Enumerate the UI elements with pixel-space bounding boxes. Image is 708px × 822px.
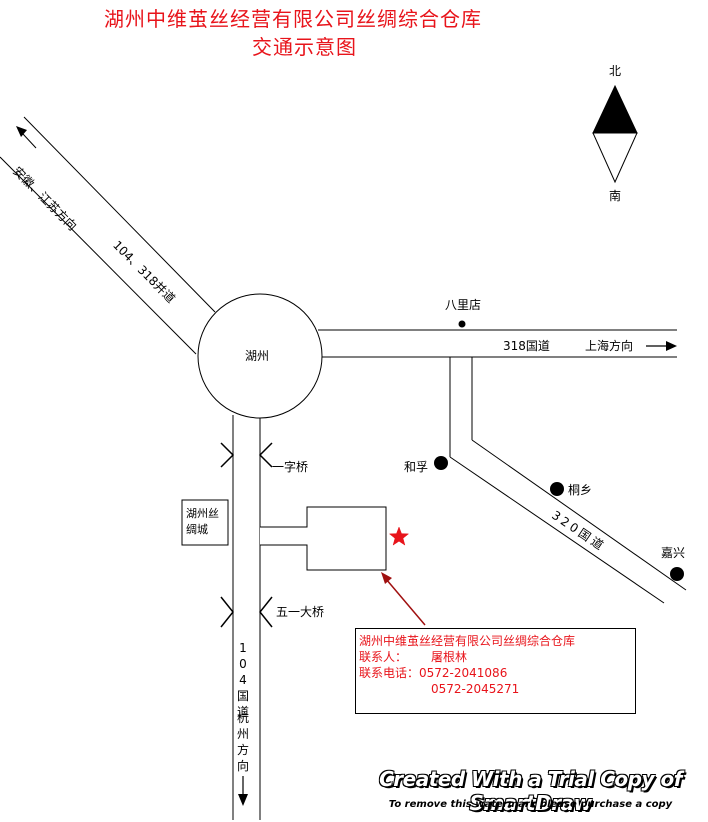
- map-title: 湖州中维茧丝经营有限公司丝绸综合仓库: [104, 7, 482, 31]
- yizi-bridge-left: [220, 442, 235, 468]
- map-subtitle: 交通示意图: [252, 35, 357, 59]
- tongxiang-dot: [550, 482, 564, 496]
- info-phone-row: 联系电话：0572-2041086: [359, 665, 632, 681]
- yizi-bridge-label: 一字桥: [272, 460, 309, 474]
- road-320-edge-left-diagonal: [449, 456, 665, 604]
- yizi-bridge-right: [258, 442, 273, 468]
- road-320-edge-right-diagonal: [471, 439, 687, 591]
- wuyi-bridge-label: 五一大桥: [276, 605, 325, 619]
- warehouse-building: [260, 506, 387, 571]
- silk-city-box: [181, 499, 229, 546]
- info-contact-row: 联系人： 屠根林: [359, 649, 632, 665]
- compass-south-pointer: [592, 132, 638, 184]
- hangzhou-direction-label: 杭州方向: [236, 711, 249, 773]
- tongxiang-label: 桐乡: [568, 483, 593, 497]
- shanghai-arrow-head: [666, 341, 677, 351]
- anhui-arrow-head: [16, 126, 27, 137]
- huzhou-roundabout: [197, 293, 323, 419]
- contact-info-box: 湖州中维茧丝经营有限公司丝绸综合仓库 联系人：屠根林 联系电话：0572-204…: [355, 628, 636, 714]
- balidian-label: 八里店: [445, 298, 482, 312]
- hefu-label: 和孚: [404, 460, 429, 474]
- road-104-vertical-label: 104国道: [236, 641, 249, 719]
- nw-road-edge-upper: [23, 116, 216, 313]
- wuyi-bridge-right: [259, 596, 273, 628]
- watermark-sub: To remove this watermark please purchase…: [388, 799, 673, 810]
- wuyi-bridge-left: [220, 596, 234, 628]
- anhui-arrow-line: [22, 133, 37, 149]
- compass-south-label: 南: [609, 189, 622, 203]
- hefu-dot: [434, 456, 448, 470]
- compass-north-label: 北: [609, 64, 622, 78]
- pointer-arrow-head: [381, 572, 392, 584]
- info-contact-name: 屠根林: [431, 650, 468, 664]
- info-phone-2: 0572-2045271: [431, 682, 520, 696]
- jiaxing-label: 嘉兴: [661, 546, 686, 560]
- nw-road-edge-lower: [0, 156, 197, 355]
- jiaxing-dot: [670, 567, 684, 581]
- warehouse-star-icon: [388, 526, 410, 546]
- info-contact-label: 联系人：: [359, 650, 408, 664]
- pointer-arrow-line: [385, 578, 426, 626]
- silk-city-label: 湖州丝绸城: [186, 507, 219, 536]
- hangzhou-arrow-head: [238, 794, 248, 806]
- balidian-dot: [458, 320, 466, 328]
- huzhou-label: 湖州: [245, 349, 270, 363]
- shanghai-direction-label: 上海方向: [585, 339, 634, 353]
- road-318-label: 318国道: [503, 339, 550, 353]
- watermark-main: Created With a Trial Copy of SmartDraw: [379, 767, 682, 815]
- info-phone-1: 0572-2041086: [419, 666, 508, 680]
- compass-north-pointer: [592, 84, 638, 134]
- info-company: 湖州中维茧丝经营有限公司丝绸综合仓库: [359, 634, 576, 648]
- info-phone-row-2: 0572-2045271: [359, 681, 632, 697]
- info-phone-label: 联系电话：: [359, 666, 420, 680]
